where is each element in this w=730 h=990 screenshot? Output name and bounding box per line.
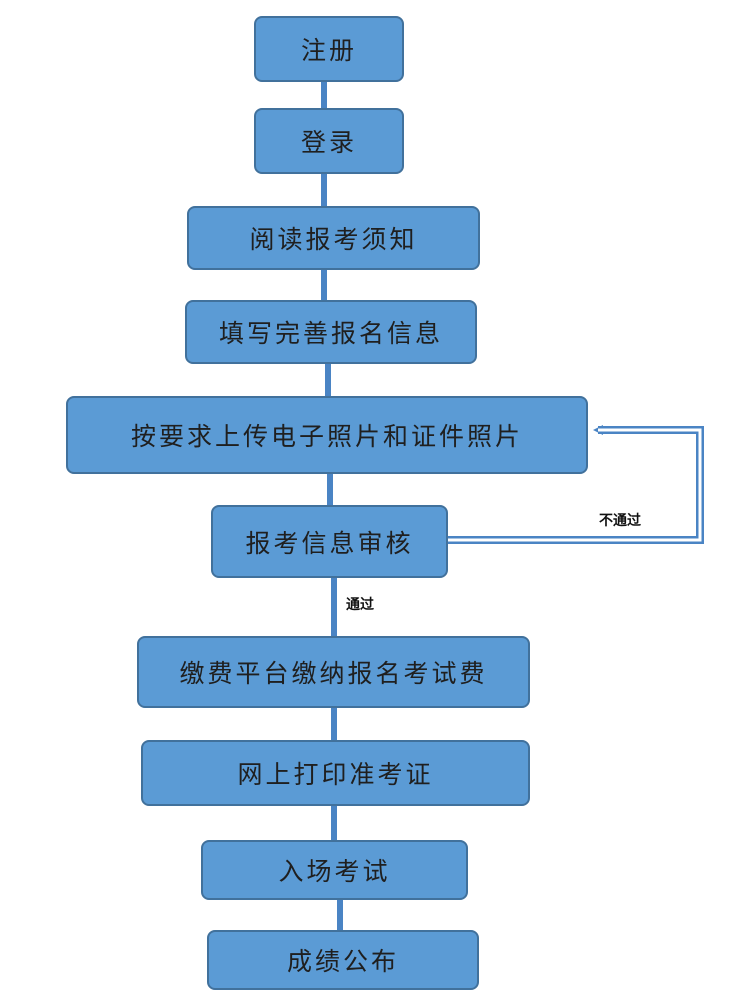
arrow-review-fail-loop-inner bbox=[448, 428, 702, 542]
step-login: 登录 bbox=[254, 108, 404, 174]
step-print-ticket: 网上打印准考证 bbox=[141, 740, 530, 806]
edge-label-fail: 不通过 bbox=[599, 513, 641, 529]
step-register-label: 注册 bbox=[300, 36, 357, 65]
step-upload-photos: 按要求上传电子照片和证件照片 bbox=[66, 396, 588, 474]
step-results-label: 成绩公布 bbox=[286, 947, 399, 976]
step-upload-photos-label: 按要求上传电子照片和证件照片 bbox=[130, 422, 523, 451]
step-fill-info-label: 填写完善报名信息 bbox=[218, 319, 443, 348]
step-exam-label: 入场考试 bbox=[278, 857, 391, 886]
step-exam: 入场考试 bbox=[201, 840, 468, 900]
step-login-label: 登录 bbox=[300, 128, 357, 157]
step-pay-label: 缴费平台缴纳报名考试费 bbox=[179, 659, 488, 688]
step-review: 报考信息审核 bbox=[211, 505, 448, 578]
step-results: 成绩公布 bbox=[207, 930, 479, 990]
step-register: 注册 bbox=[254, 16, 404, 82]
step-fill-info: 填写完善报名信息 bbox=[185, 300, 477, 364]
step-review-label: 报考信息审核 bbox=[245, 528, 414, 558]
step-read-notice: 阅读报考须知 bbox=[187, 206, 480, 270]
step-print-ticket-label: 网上打印准考证 bbox=[237, 760, 434, 789]
step-pay: 缴费平台缴纳报名考试费 bbox=[137, 636, 530, 708]
edge-label-pass: 通过 bbox=[346, 597, 374, 613]
flowchart-connectors bbox=[321, 82, 704, 930]
step-read-notice-label: 阅读报考须知 bbox=[249, 225, 418, 254]
